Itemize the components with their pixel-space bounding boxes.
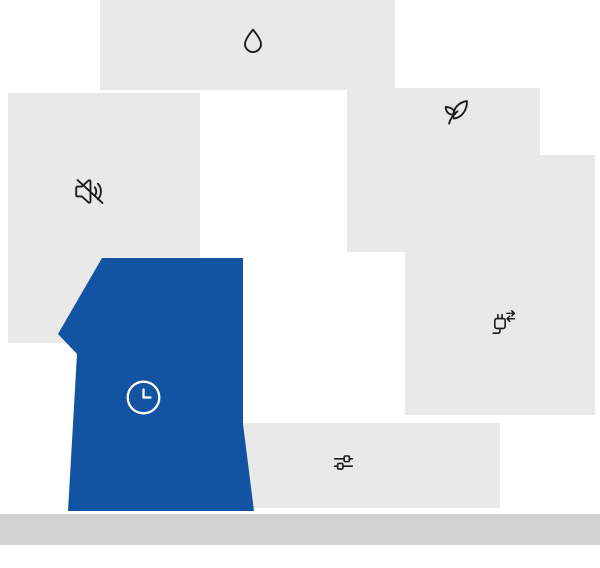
water-drop-icon [244,28,262,53]
blue-pentagon-shape [58,258,254,511]
sliders-icon [333,455,354,470]
leaves-icon [444,100,468,125]
bottom-bar [0,514,600,545]
plug-swap-tile [405,155,595,415]
clock-icon [126,380,161,415]
plug-swap-icon [492,310,516,334]
water-drop-tile [100,0,395,90]
speaker-mute-icon [75,179,104,204]
sliders-tile [210,423,500,508]
blue-pentagon [58,258,254,511]
